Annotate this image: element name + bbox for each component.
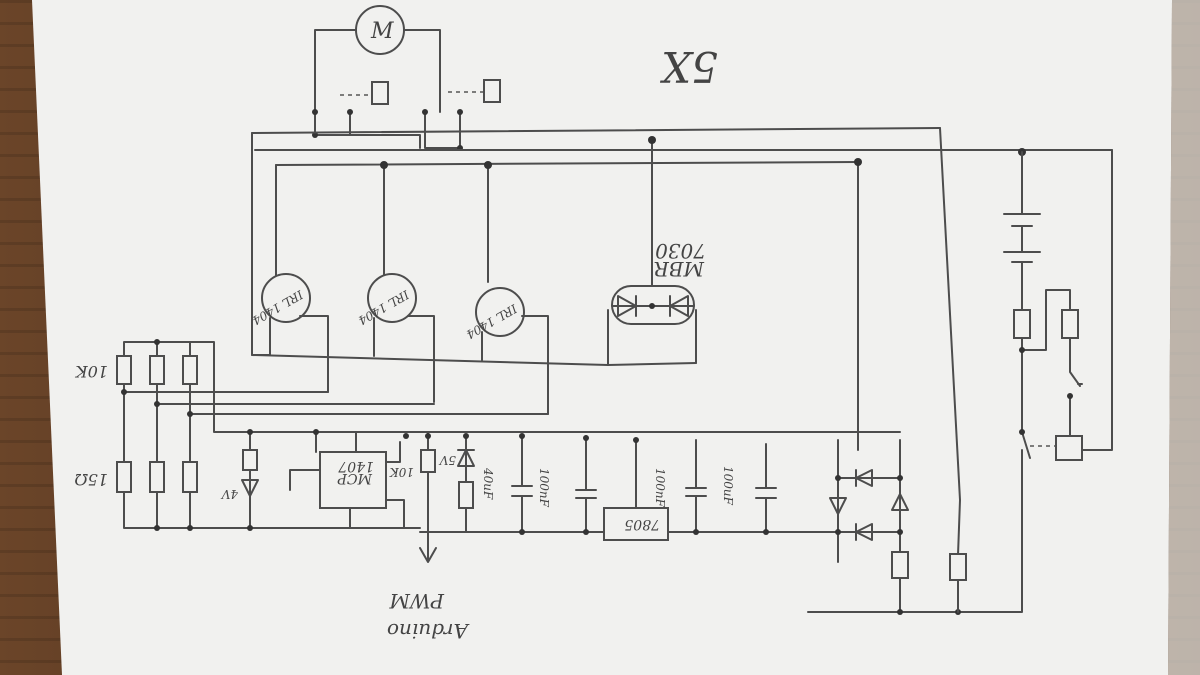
- mbr-diode: MBR 7030: [607, 239, 706, 366]
- zener-label: 4V: [220, 487, 239, 501]
- input-label-2: PWM: [389, 589, 445, 613]
- resistor-network: 10K 15Ω: [74, 339, 901, 531]
- zener-branch: 4V: [220, 429, 259, 531]
- motor-label: M: [370, 19, 394, 44]
- cap2-label: 100nF: [537, 468, 551, 508]
- resistor-top-label: 10K: [75, 362, 108, 381]
- pwm-input: 10K Arduino PWM: [387, 431, 470, 643]
- zener2-label: 5V: [438, 453, 456, 467]
- cap4-label: 100uF: [721, 466, 735, 506]
- input-label-1: Arduino: [387, 619, 470, 643]
- opamp-label-line2: 1407: [338, 458, 374, 474]
- bridge-rectifier: [807, 439, 1023, 615]
- mbr-label-2: 7030: [655, 239, 706, 263]
- resistor-bottom-label: 15Ω: [74, 470, 108, 489]
- paper-shadow: [1168, 0, 1200, 675]
- battery-relay: [1003, 151, 1083, 461]
- opamp: MCP 1407: [289, 429, 409, 529]
- motor: M: [312, 5, 501, 151]
- paper: [32, 0, 1172, 675]
- power-section: 40uF 100nF 7805 100nF 100uF: [419, 433, 901, 541]
- sheet-title: 5X: [659, 42, 718, 91]
- cap1-label: 40uF: [481, 467, 495, 500]
- opamp-label-line1: MCP: [337, 470, 373, 486]
- regulator-label: 7805: [624, 516, 660, 532]
- mbr-label-1: MBR: [654, 257, 705, 281]
- opamp-resistor-label: 10K: [389, 465, 414, 479]
- cap3-label: 100nF: [653, 468, 667, 508]
- zener-branch-2: 5V: [438, 433, 475, 533]
